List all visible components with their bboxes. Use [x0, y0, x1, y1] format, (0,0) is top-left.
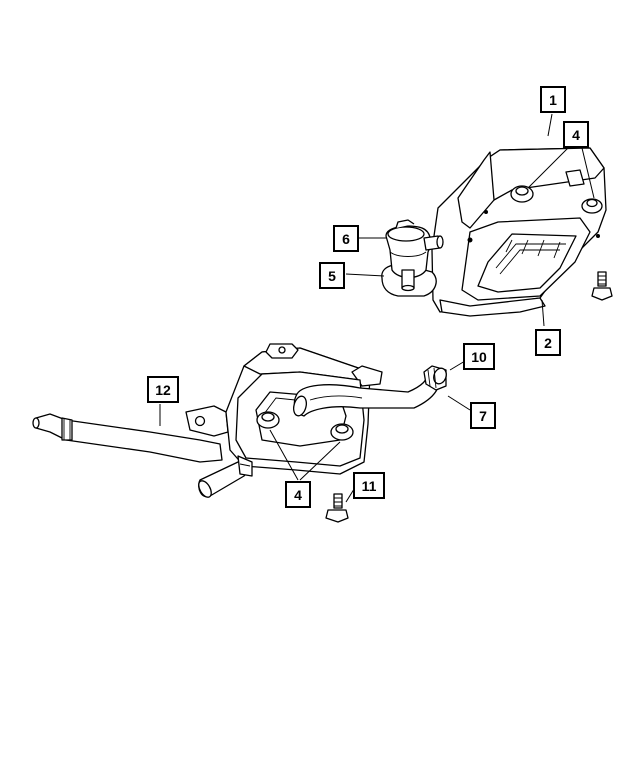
callout-10: 10 — [463, 343, 495, 370]
callout-12: 12 — [147, 376, 179, 403]
callout-4-lower: 4 — [285, 481, 311, 508]
purge-valve — [381, 219, 444, 297]
callout-4-upper-label: 4 — [572, 127, 580, 143]
callout-11: 11 — [353, 472, 385, 499]
callout-12-label: 12 — [155, 382, 171, 398]
callout-4-upper: 4 — [563, 121, 589, 148]
callout-5-label: 5 — [328, 268, 336, 284]
callout-10-label: 10 — [471, 349, 487, 365]
callout-4-lower-label: 4 — [294, 487, 302, 503]
bolt-lower — [325, 493, 349, 523]
callout-7: 7 — [470, 402, 496, 429]
callout-11-label: 11 — [362, 478, 377, 494]
callout-5: 5 — [319, 262, 345, 289]
callout-2-label: 2 — [544, 335, 552, 351]
callout-7-label: 7 — [479, 408, 487, 424]
callout-1: 1 — [540, 86, 566, 113]
canister-upper — [431, 147, 607, 317]
leader-lines — [159, 113, 595, 503]
callout-6-label: 6 — [342, 231, 350, 247]
callout-2: 2 — [535, 329, 561, 356]
callout-1-label: 1 — [549, 92, 557, 108]
bolt-upper — [591, 271, 613, 301]
canister-lower — [32, 343, 447, 498]
callout-6: 6 — [333, 225, 359, 252]
